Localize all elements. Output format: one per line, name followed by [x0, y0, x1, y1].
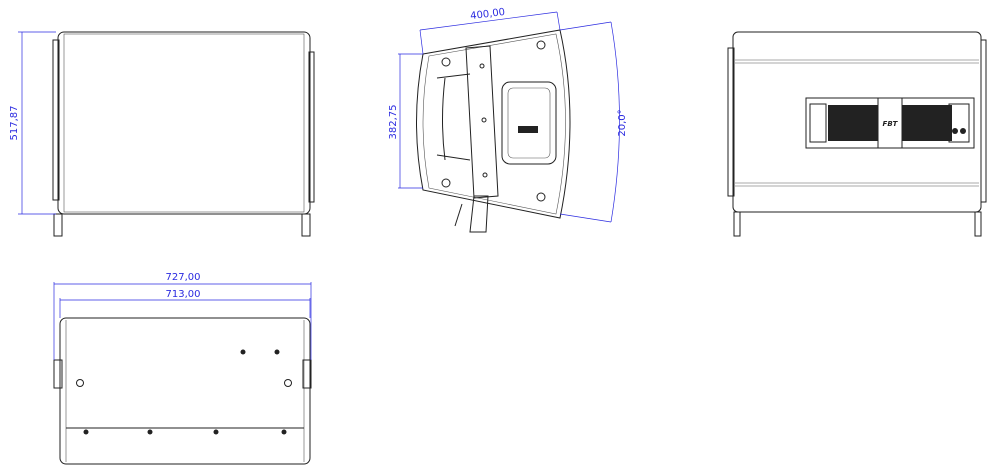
angle-dimension: 20,0° — [617, 109, 628, 136]
height-dimension: 517,87 — [9, 106, 20, 141]
side-view: 517,87 — [9, 31, 315, 237]
body-width-dimension: 713,00 — [166, 289, 201, 300]
brand-logo: FBT — [883, 120, 899, 128]
top-view: 727,00 713,00 — [53, 272, 312, 465]
array-height-dimension: 382,75 — [388, 105, 399, 140]
overall-width-dimension: 727,00 — [166, 272, 201, 283]
array-side-view: 400,00 382,75 20,0° — [388, 7, 628, 233]
rear-view: FBT — [727, 31, 987, 237]
array-width-dimension: 400,00 — [470, 7, 506, 22]
